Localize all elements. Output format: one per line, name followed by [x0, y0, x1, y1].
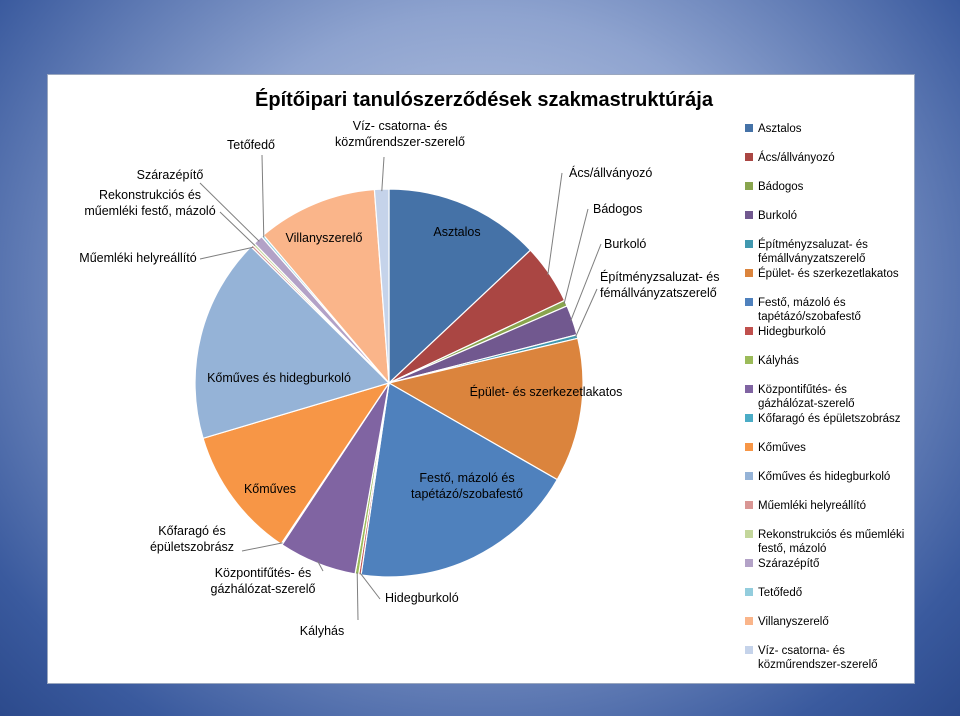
- pie-chart: Építőipari tanulószerződések szakmastruk…: [79, 88, 904, 671]
- callout-label: Épület- és szerkezetlakatos: [470, 384, 623, 399]
- legend-swatch: [745, 530, 753, 538]
- legend-swatch: [745, 472, 753, 480]
- slice-12-komuves-es-hidegburkolo: [194, 245, 391, 440]
- callout-leader-line: [563, 208, 589, 305]
- callout-leader-line: [570, 243, 602, 321]
- legend-label: Kőműves: [758, 442, 806, 454]
- callout-label: Villanyszerelő: [286, 231, 363, 245]
- chart-panel: Építőipari tanulószerződések szakmastruk…: [47, 74, 915, 684]
- callout-label: Asztalos: [433, 225, 480, 239]
- legend-label: Hidegburkoló: [758, 326, 826, 338]
- callout-leader-line: [356, 572, 359, 621]
- callout-label: Burkoló: [604, 237, 646, 251]
- legend-swatch: [745, 269, 753, 277]
- legend-swatch: [745, 414, 753, 422]
- pie-callouts: Asztalos Ács/állványozóBádogosBurkolóÉpít…: [79, 119, 719, 638]
- legend-swatch: [745, 240, 753, 248]
- legend-swatch: [745, 211, 753, 219]
- legend-label: Ács/állványozó: [758, 151, 835, 164]
- legend-label: Villanyszerelő: [758, 616, 829, 628]
- legend-label: Burkoló: [758, 210, 797, 222]
- legend-swatch: [745, 298, 753, 306]
- callout-label: Bádogos: [593, 202, 642, 216]
- legend-swatch: [745, 617, 753, 625]
- legend-swatch: [745, 501, 753, 509]
- callout-label: Kőműves és hidegburkoló: [207, 371, 351, 385]
- slice-17-villanyszerelo: [262, 188, 390, 385]
- legend-swatch: [745, 182, 753, 190]
- slice-6-festo-mazolo-es-tapetazo-szobafesto: [360, 382, 559, 578]
- legend-label: Épület- és szerkezetlakatos: [758, 267, 899, 280]
- legend-label: Szárazépítő: [758, 558, 819, 570]
- legend-swatch: [745, 124, 753, 132]
- chart-title: Építőipari tanulószerződések szakmastruk…: [255, 88, 714, 111]
- slice-11-komuves: [202, 381, 391, 545]
- pie-slices: [194, 188, 584, 578]
- legend: AsztalosÁcs/állványozóBádogosBurkolóÉpít…: [745, 123, 904, 671]
- callout-leader-line: [575, 288, 598, 338]
- callout-leader-line: [359, 572, 381, 600]
- callout-label: Szárazépítő: [137, 168, 204, 182]
- slice-0-asztalos: [388, 188, 532, 385]
- callout-leader-line: [219, 211, 256, 246]
- callout-leader-line: [241, 542, 283, 552]
- slice-5-epulet-es-szerkezetlakatos: [387, 337, 584, 481]
- legend-swatch: [745, 385, 753, 393]
- legend-swatch: [745, 646, 753, 654]
- callout-label: Kőműves: [244, 482, 296, 496]
- callout-label: Ács/állványozó: [569, 165, 652, 180]
- callout-leader-line: [547, 172, 563, 276]
- callout-leader-line: [199, 182, 260, 242]
- legend-label: Tetőfedő: [758, 587, 802, 599]
- legend-swatch: [745, 559, 753, 567]
- callout-leader-line: [381, 156, 385, 192]
- callout-label: Hidegburkoló: [385, 591, 459, 605]
- callout-label: Tetőfedő: [227, 138, 275, 152]
- callout-leader-line: [317, 561, 324, 572]
- legend-swatch: [745, 443, 753, 451]
- legend-label: Asztalos: [758, 123, 802, 135]
- legend-swatch: [745, 356, 753, 364]
- legend-label: Kályhás: [758, 355, 799, 367]
- callout-leader-line: [199, 246, 254, 260]
- legend-label: Műemléki helyreállító: [758, 500, 866, 512]
- legend-label: Kőfaragó és épületszobrász: [758, 413, 901, 425]
- legend-label: Bádogos: [758, 181, 804, 193]
- legend-swatch: [745, 153, 753, 161]
- legend-swatch: [745, 327, 753, 335]
- callout-leader-line: [261, 154, 265, 238]
- legend-swatch: [745, 588, 753, 596]
- callout-label: Műemléki helyreállító: [79, 251, 196, 265]
- callout-label: Kályhás: [300, 624, 344, 638]
- legend-label: Kőműves és hidegburkoló: [758, 471, 890, 483]
